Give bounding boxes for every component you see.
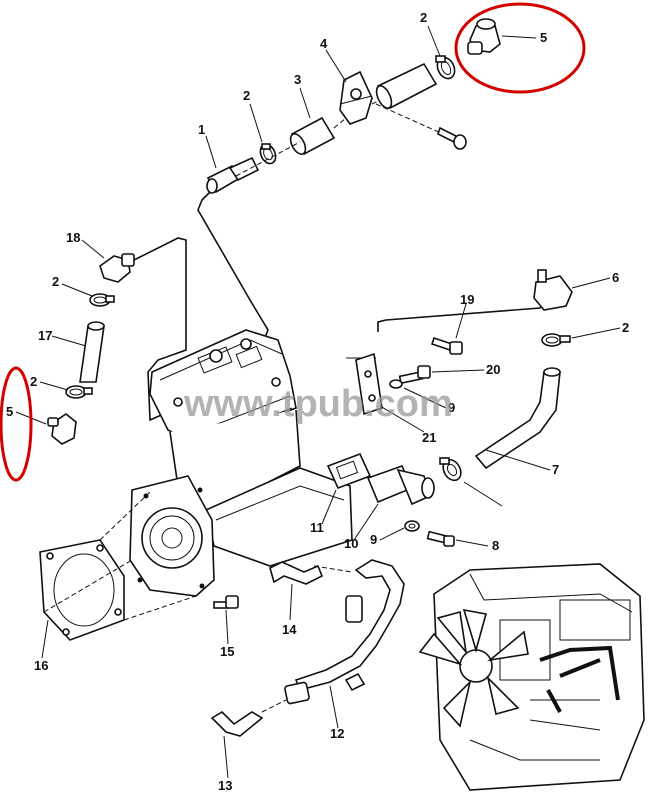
callout-2: 2 (622, 320, 629, 335)
callout-9: 9 (370, 532, 377, 547)
hose-clamp (439, 457, 462, 482)
elbow-fitting-18 (99, 253, 135, 283)
discharge-fittings (326, 336, 463, 547)
callout-2: 2 (52, 274, 59, 289)
callout-20: 20 (486, 362, 500, 377)
callout-8: 8 (492, 538, 499, 553)
elbow-fitting-5 (467, 18, 501, 55)
inlet-hose-assembly (47, 253, 135, 445)
washer-9 (404, 520, 420, 532)
governor-hose-assembly (206, 18, 501, 194)
bracket-4 (339, 70, 373, 125)
callout-labels: 1 2 2 2 2 2 3 4 5 5 6 7 8 9 9 10 11 12 1… (6, 10, 629, 793)
engine-location-view (418, 563, 645, 791)
hose-12 (284, 559, 405, 705)
callout-5: 5 (6, 404, 13, 419)
callout-2: 2 (420, 10, 427, 25)
callout-14: 14 (282, 622, 297, 637)
hose-clamp (89, 293, 115, 307)
washer-9 (389, 379, 403, 389)
discharge-hose-assembly (439, 269, 573, 482)
hose-7 (474, 367, 561, 470)
elbow-fitting-5 (47, 413, 77, 445)
callout-5: 5 (540, 30, 547, 45)
bolt-20 (398, 365, 431, 385)
air-compressor (129, 329, 353, 597)
discharge-fitting-10 (366, 465, 435, 506)
leader-lines (15, 25, 621, 779)
bolt-15 (213, 595, 239, 609)
watermark: www.tpub.com (183, 383, 453, 425)
callout-21: 21 (422, 430, 436, 445)
highlight-circle-elbow-5-top (454, 2, 586, 94)
bolt-8 (426, 530, 455, 547)
highlight-circle-elbow-5-left (0, 366, 33, 482)
callout-10: 10 (344, 536, 358, 551)
callout-3: 3 (294, 72, 301, 87)
hose-clamp (259, 143, 277, 165)
hose-3 (289, 116, 336, 156)
hose-clamp (435, 55, 456, 80)
callout-19: 19 (460, 292, 474, 307)
callout-11: 11 (310, 520, 324, 535)
hose-clamp (541, 333, 571, 347)
callout-13: 13 (218, 778, 232, 793)
coolant-hoses (210, 559, 405, 737)
fitting-1 (206, 156, 260, 194)
callout-18: 18 (66, 230, 80, 245)
callout-9: 9 (448, 400, 455, 415)
callout-12: 12 (330, 726, 344, 741)
callout-4: 4 (320, 36, 328, 51)
callout-16: 16 (34, 658, 48, 673)
elbow-fitting-6 (533, 269, 573, 311)
callout-2: 2 (243, 88, 250, 103)
hose-14 (269, 561, 324, 585)
callout-15: 15 (220, 644, 234, 659)
hose-long (375, 62, 438, 110)
callout-17: 17 (38, 328, 52, 343)
callout-7: 7 (552, 462, 559, 477)
bracket-21 (355, 352, 383, 416)
bolt (437, 126, 467, 150)
callout-1: 1 (198, 122, 205, 137)
gasket-11 (326, 452, 372, 490)
hose-17 (79, 321, 105, 383)
hose-13 (210, 710, 264, 737)
callout-6: 6 (612, 270, 619, 285)
hose-clamp (65, 385, 93, 399)
callout-2: 2 (30, 374, 37, 389)
gasket-16 (39, 491, 197, 641)
bolt-19 (430, 336, 463, 355)
